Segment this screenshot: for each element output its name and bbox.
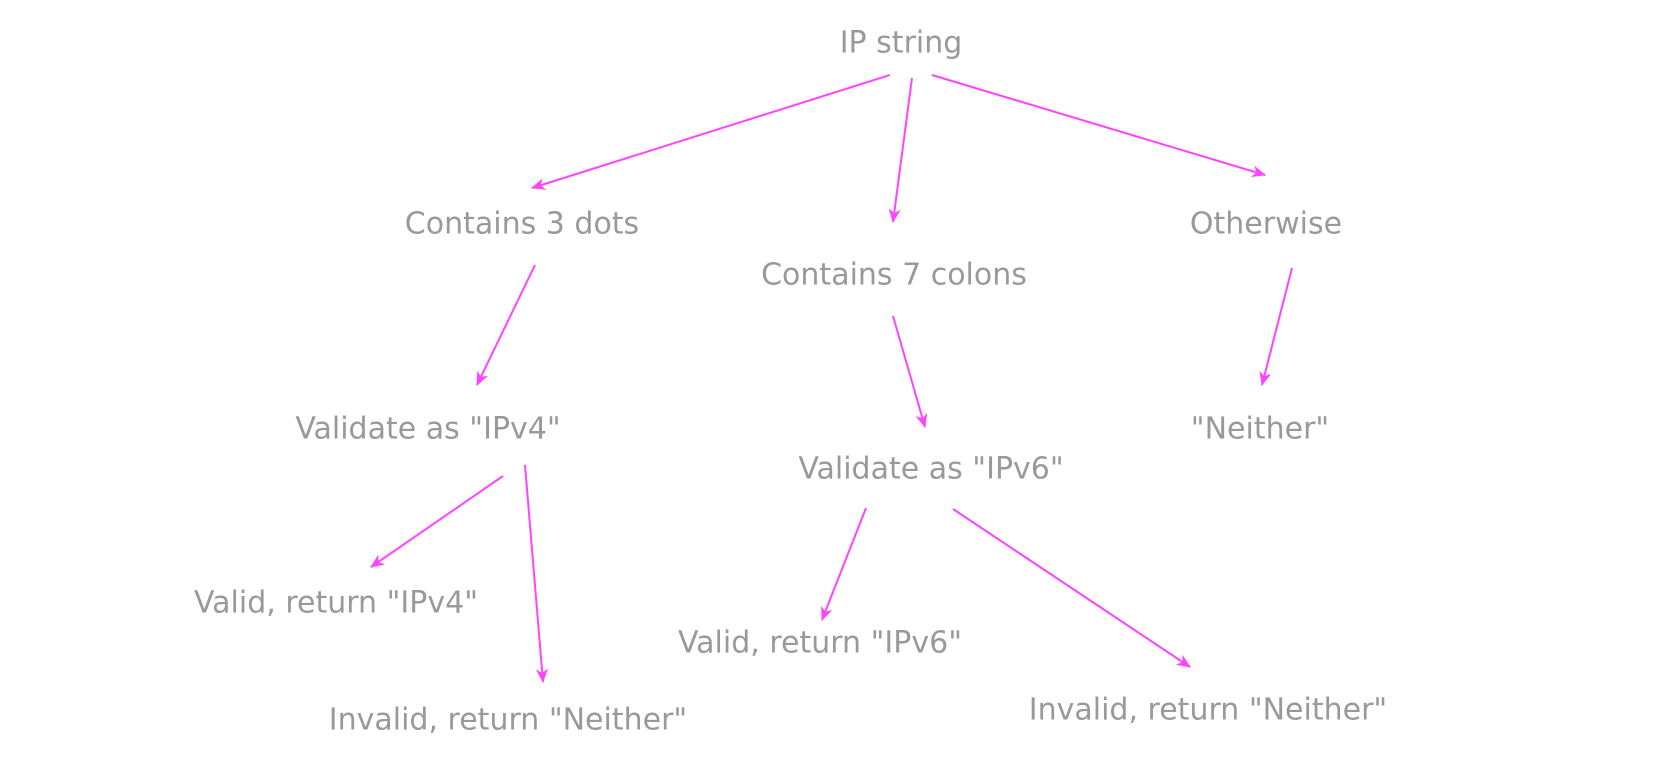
nodes: IP string Contains 3 dots Contains 7 col… (194, 26, 1387, 738)
node-ip-string: IP string (840, 26, 963, 61)
edge-dots-to-validate-ipv4 (476, 264, 536, 386)
node-invalid-return-neither-ipv4: Invalid, return "Neither" (329, 703, 687, 738)
node-invalid-return-neither-ipv6: Invalid, return "Neither" (1029, 693, 1387, 728)
node-otherwise: Otherwise (1190, 207, 1342, 242)
node-validate-ipv6: Validate as "IPv6" (798, 452, 1063, 487)
node-neither: "Neither" (1191, 412, 1329, 447)
edge-root-to-colons (888, 77, 913, 223)
edge-root-to-otherwise (931, 74, 1266, 178)
edge-validate-ipv6-to-invalid (952, 508, 1191, 668)
edges (370, 74, 1293, 683)
node-contains-3-dots: Contains 3 dots (405, 207, 639, 242)
node-validate-ipv4: Validate as "IPv4" (295, 412, 560, 447)
edge-colons-to-validate-ipv6 (892, 315, 928, 428)
edge-validate-ipv4-to-invalid (524, 464, 548, 683)
edge-otherwise-to-neither (1259, 267, 1293, 386)
edge-validate-ipv6-to-valid (821, 507, 867, 621)
node-valid-return-ipv4: Valid, return "IPv4" (194, 586, 478, 621)
edge-root-to-dots (531, 74, 891, 190)
node-valid-return-ipv6: Valid, return "IPv6" (678, 626, 962, 661)
node-contains-7-colons: Contains 7 colons (761, 258, 1027, 293)
edge-validate-ipv4-to-valid (370, 475, 504, 568)
